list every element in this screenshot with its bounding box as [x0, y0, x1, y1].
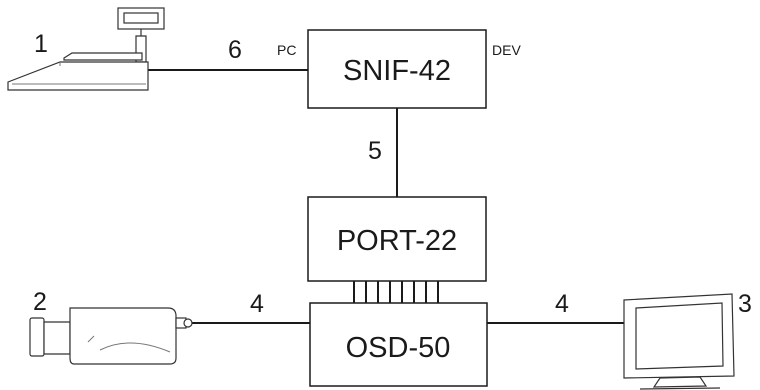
- osd-box: OSD-50: [309, 302, 488, 387]
- osd-label: OSD-50: [346, 332, 451, 364]
- port-box: PORT-22: [307, 196, 487, 282]
- dev-port-label: DEV: [492, 42, 521, 58]
- scale-number: 1: [34, 30, 48, 58]
- scale-icon: [7, 7, 165, 91]
- cable-number-6: 6: [228, 36, 242, 64]
- monitor-number: 3: [738, 290, 752, 318]
- cable-number-4-right: 4: [555, 290, 569, 318]
- monitor-icon: [623, 293, 735, 390]
- camera-icon: [29, 307, 193, 365]
- cable-number-5: 5: [368, 137, 382, 165]
- ribbon-connector: [353, 281, 439, 303]
- snif-box: SNIF-42: [307, 29, 487, 109]
- pc-port-label: PC: [277, 42, 296, 58]
- cable-number-4-left: 4: [250, 290, 264, 318]
- camera-number: 2: [33, 288, 47, 316]
- port-label: PORT-22: [337, 225, 457, 257]
- snif-label: SNIF-42: [343, 55, 451, 87]
